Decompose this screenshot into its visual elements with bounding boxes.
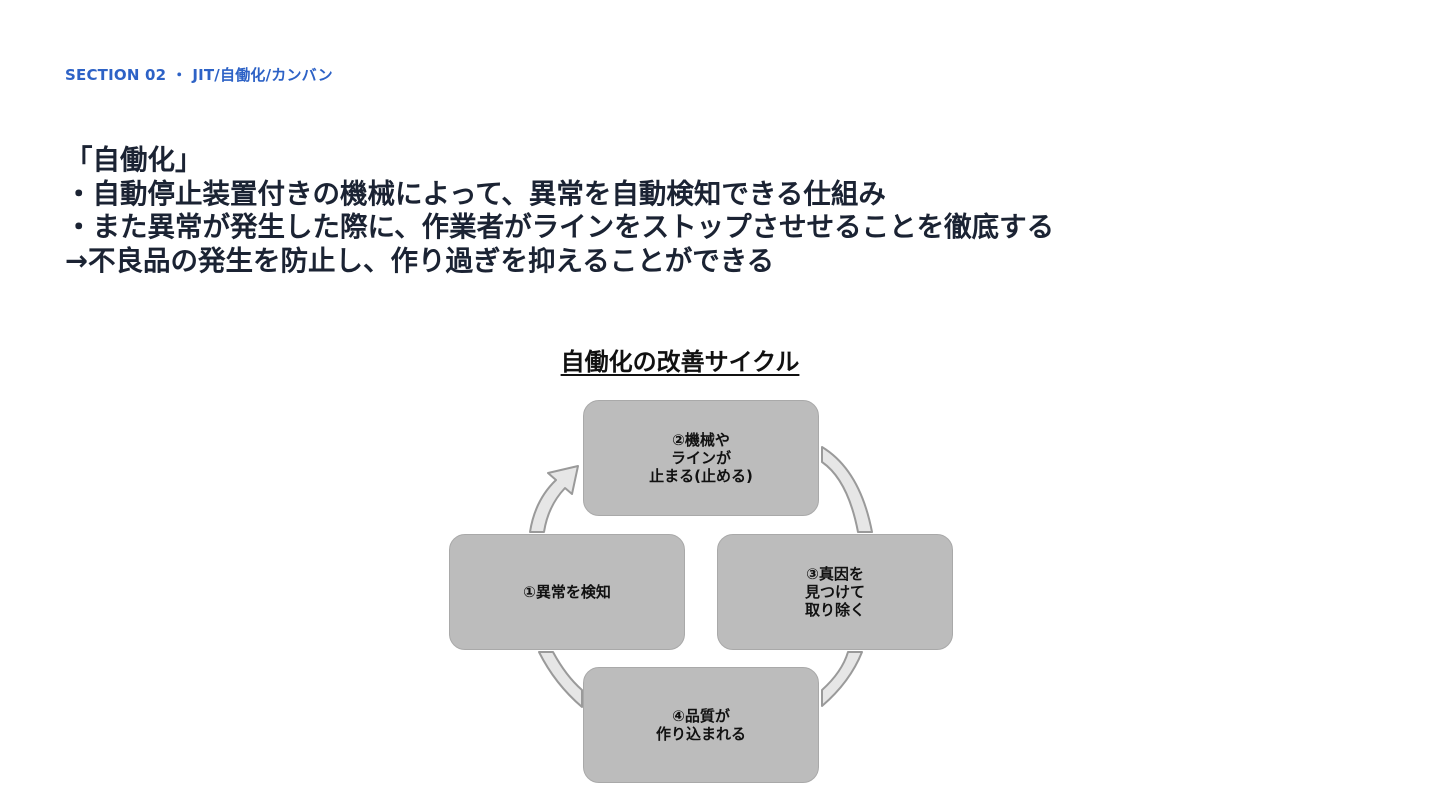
arc-2-to-3 [821, 446, 873, 533]
body-line: ・自動停止装置付きの機械によって、異常を自動検知できる仕組み [65, 177, 886, 210]
step-box-1: ①異常を検知 [449, 534, 685, 650]
arc-3-to-4 [821, 651, 863, 707]
step-box-4: ④品質が 作り込まれる [583, 667, 819, 783]
step-box-3: ③真因を 見つけて 取り除く [717, 534, 953, 650]
body-line: 「自働化」 [65, 144, 203, 176]
arrow-1-to-2 [529, 465, 579, 533]
body-text: 「自働化」 ・自動停止装置付きの機械によって、異常を自動検知できる仕組み ・また… [65, 144, 1054, 278]
body-line: ・また異常が発生した際に、作業者がラインをストップさせせることを徹底する [65, 211, 1055, 243]
section-label: SECTION 02 ・ JIT/自働化/カンバン [65, 66, 333, 84]
step-label-2: ②機械や ラインが 止まる(止める) [649, 431, 753, 485]
step-label-1: ①異常を検知 [523, 583, 611, 601]
diagram-title: 自働化の改善サイクル [560, 348, 800, 376]
body-line: →不良品の発生を防止し、作り過ぎを抑えることができる [65, 244, 775, 277]
step-box-2: ②機械や ラインが 止まる(止める) [583, 400, 819, 516]
step-label-3: ③真因を 見つけて 取り除く [804, 565, 865, 619]
arc-4-to-1 [538, 651, 583, 708]
step-label-4: ④品質が 作り込まれる [655, 707, 746, 743]
